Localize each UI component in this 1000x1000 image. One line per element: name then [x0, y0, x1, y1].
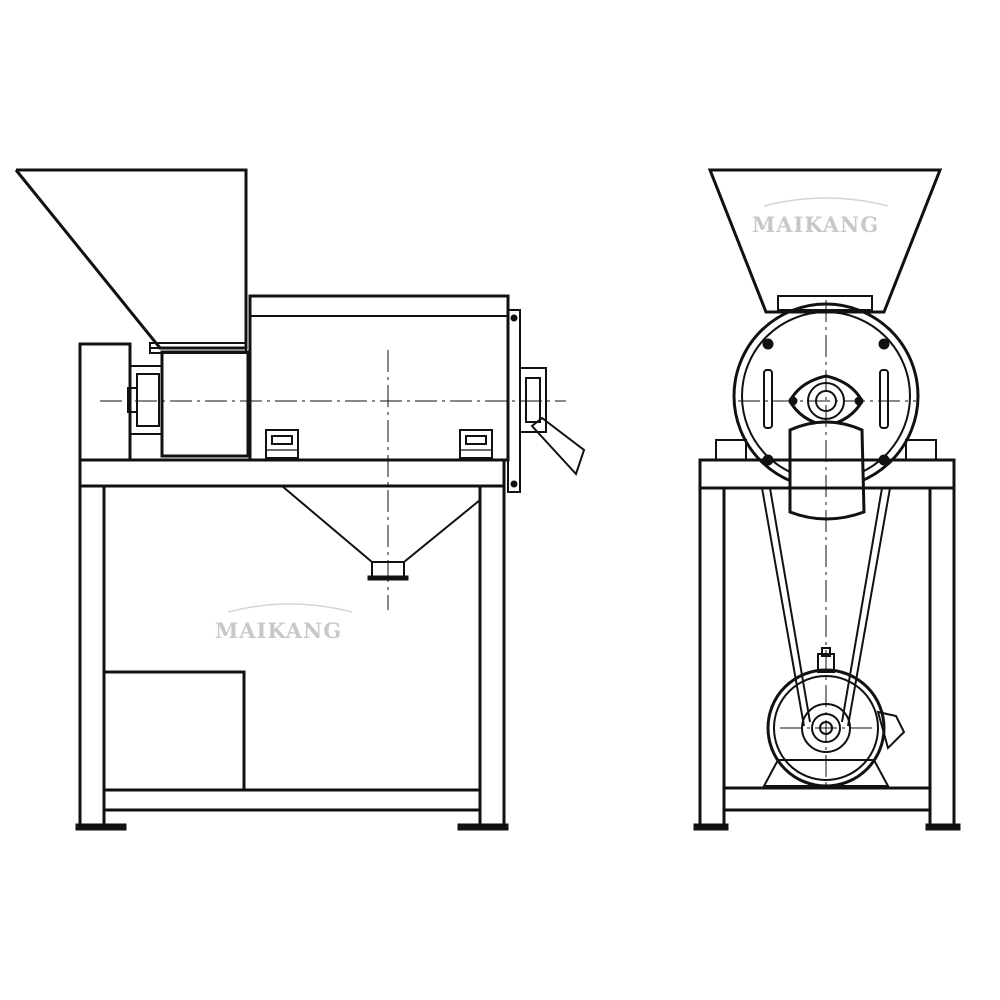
side-hopper — [14, 168, 248, 354]
front-watermark-text: MAIKANG — [752, 212, 879, 237]
side-bearing-housing — [78, 342, 250, 462]
side-mount-clamps — [265, 429, 493, 459]
side-frame — [75, 458, 509, 831]
side-watermark-text: MAIKANG — [215, 618, 342, 643]
front-v-belt — [761, 487, 891, 727]
side-view: MAIKANG — [14, 168, 586, 831]
side-discharge-funnel — [281, 485, 481, 581]
front-outlet-chute — [788, 420, 866, 521]
front-view: MAIKANG — [693, 168, 961, 831]
front-frame — [693, 439, 961, 831]
front-top-flange — [777, 295, 873, 311]
front-motor — [762, 647, 906, 788]
side-drum-body — [248, 294, 586, 493]
front-hopper — [707, 168, 943, 314]
